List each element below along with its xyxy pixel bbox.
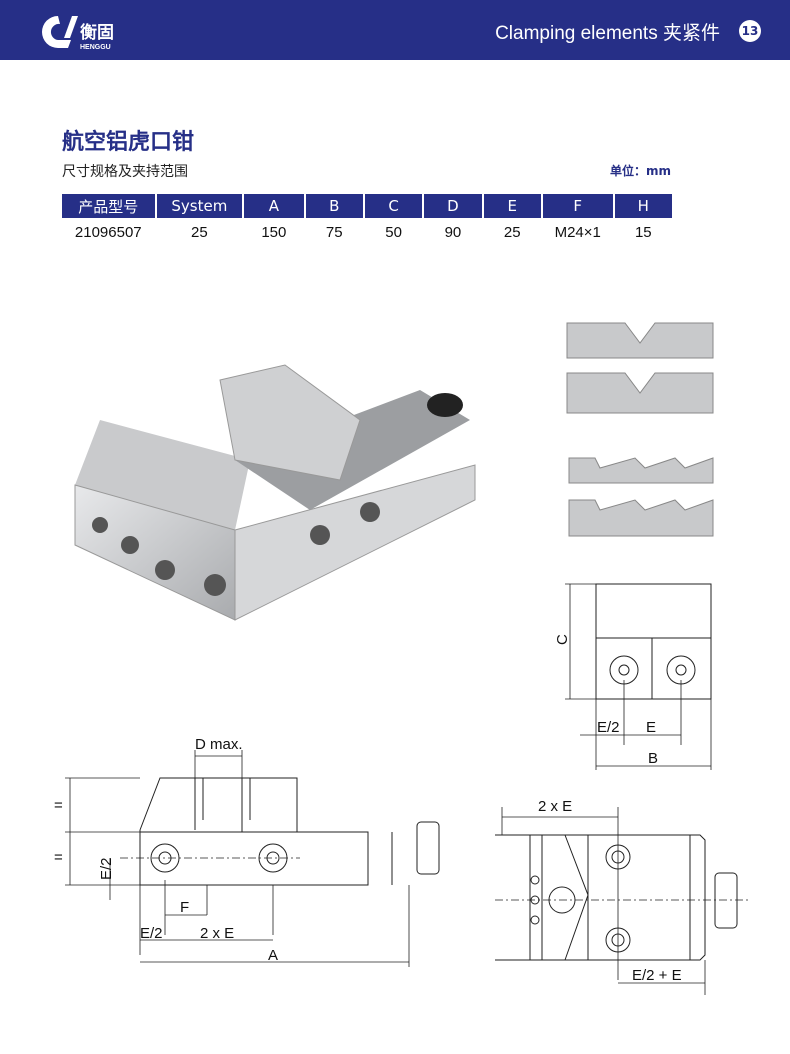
col-header: System (156, 194, 243, 218)
svg-text:E/2: E/2 (597, 719, 620, 736)
cell: 75 (325, 223, 343, 241)
svg-text:2 x E: 2 x E (200, 925, 234, 942)
henggu-logo: 衡固 HENGGU (42, 16, 114, 51)
table-row: 21096507 25 150 75 50 90 25 M24×1 15 (62, 218, 672, 246)
col-header: H (614, 194, 672, 218)
spec-table: 产品型号 System A B C D E F H 21096507 25 15… (60, 194, 674, 246)
svg-text:E/2 + E: E/2 + E (632, 967, 682, 984)
svg-text:HENGGU: HENGGU (80, 44, 111, 51)
cell: 25 (191, 223, 208, 241)
svg-text:B: B (648, 750, 658, 767)
side-view-drawing: D max. = = E/2 F E/2 2 x E A (54, 736, 440, 967)
cell: 150 (261, 223, 287, 241)
cell: 90 (444, 223, 462, 241)
cell: 21096507 (74, 223, 142, 241)
cell: 25 (503, 223, 521, 241)
product-title: 航空铝虎口钳 (62, 130, 195, 155)
svg-text:=: = (54, 849, 63, 866)
col-header: F (542, 194, 613, 218)
svg-text:E: E (646, 719, 656, 736)
cell: 50 (385, 223, 402, 241)
svg-text:=: = (54, 797, 63, 814)
svg-text:A: A (268, 947, 278, 964)
svg-text:D max.: D max. (195, 736, 243, 753)
page-number-badge: 13 (739, 20, 761, 42)
spec-subtitle: 尺寸规格及夹持范围 (62, 164, 188, 180)
svg-text:衡固: 衡固 (80, 22, 114, 42)
svg-text:E/2: E/2 (98, 857, 115, 880)
col-header: C (364, 194, 423, 218)
svg-text:C: C (554, 634, 571, 645)
col-header: 产品型号 (62, 194, 155, 218)
svg-text:E/2: E/2 (140, 925, 163, 942)
table-header-row: 产品型号 System A B C D E F H (62, 194, 672, 218)
col-header: A (244, 194, 304, 218)
col-header: D (424, 194, 482, 218)
front-view-drawing: C E/2 E B (554, 583, 712, 770)
page-header: 衡固 HENGGU Clamping elements 夹紧件 13 (0, 0, 790, 60)
top-view-drawing: 2 x E E/2 + E (495, 798, 750, 995)
jaw-inserts-photo (566, 322, 714, 537)
cell: 15 (634, 223, 652, 241)
svg-text:F: F (180, 899, 189, 916)
section-title: Clamping elements 夹紧件 (495, 23, 720, 44)
cell: M24×1 (554, 223, 601, 241)
unit-label: 单位：mm (610, 164, 672, 178)
col-header: B (305, 194, 363, 218)
svg-text:2 x E: 2 x E (538, 798, 572, 815)
col-header: E (483, 194, 541, 218)
vise-product-photo (74, 364, 476, 621)
